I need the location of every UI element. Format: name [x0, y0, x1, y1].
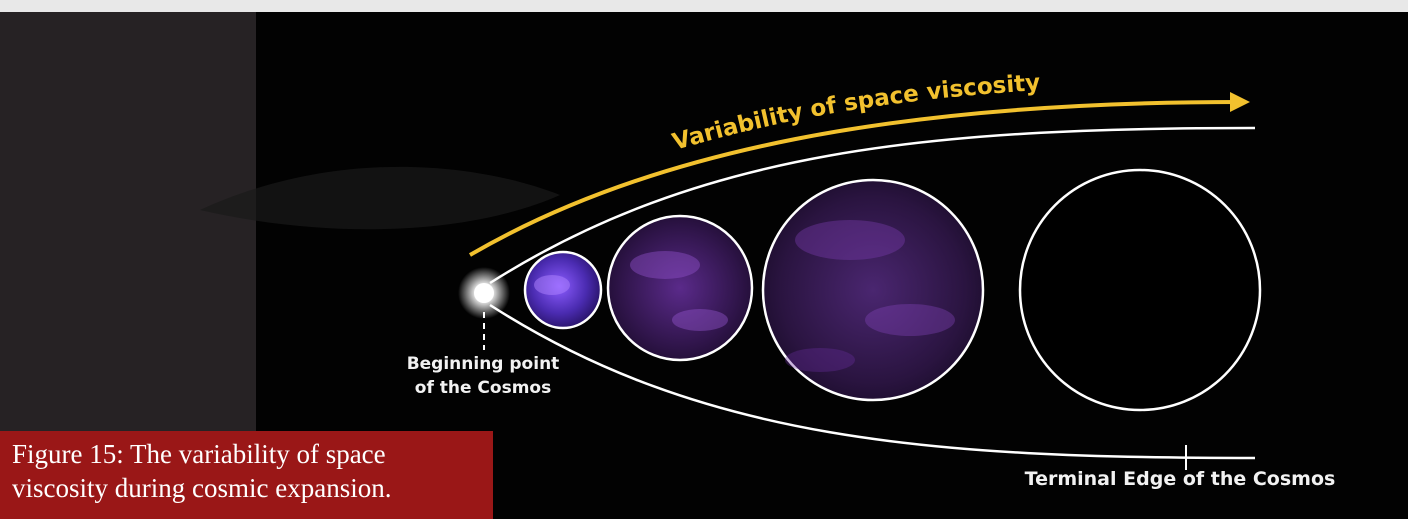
beginning-label-line-1: Beginning point [406, 354, 560, 374]
early-universe-nebula [534, 275, 570, 295]
mature-universe-nebula-c [785, 348, 855, 372]
beginning-label-line-2: of the Cosmos [414, 378, 552, 398]
viscosity-arrow [468, 92, 1250, 257]
mature-universe-circle [761, 178, 985, 402]
caption-line-1: Figure 15: The variability of space [12, 439, 386, 469]
top-strip [0, 0, 1408, 12]
beginning-point-dot [474, 283, 494, 303]
growing-universe-nebula-a [630, 251, 700, 279]
mature-universe-nebula-b [865, 304, 955, 336]
figure-caption: Figure 15: The variability of space visc… [0, 431, 493, 519]
terminal-label: Terminal Edge of the Cosmos [1024, 468, 1336, 490]
cone-upper-edge [489, 126, 1256, 285]
beginning-label: Beginning point of the Cosmos [388, 352, 578, 400]
cone-lower-edge [489, 303, 1256, 460]
background-swoosh [200, 166, 560, 230]
growing-universe-circle [606, 214, 754, 362]
mature-universe-nebula-a [795, 220, 905, 260]
caption-line-2: viscosity during cosmic expansion. [12, 473, 392, 503]
terminal-universe-circle [1018, 168, 1262, 412]
growing-universe-nebula-b [672, 309, 728, 331]
